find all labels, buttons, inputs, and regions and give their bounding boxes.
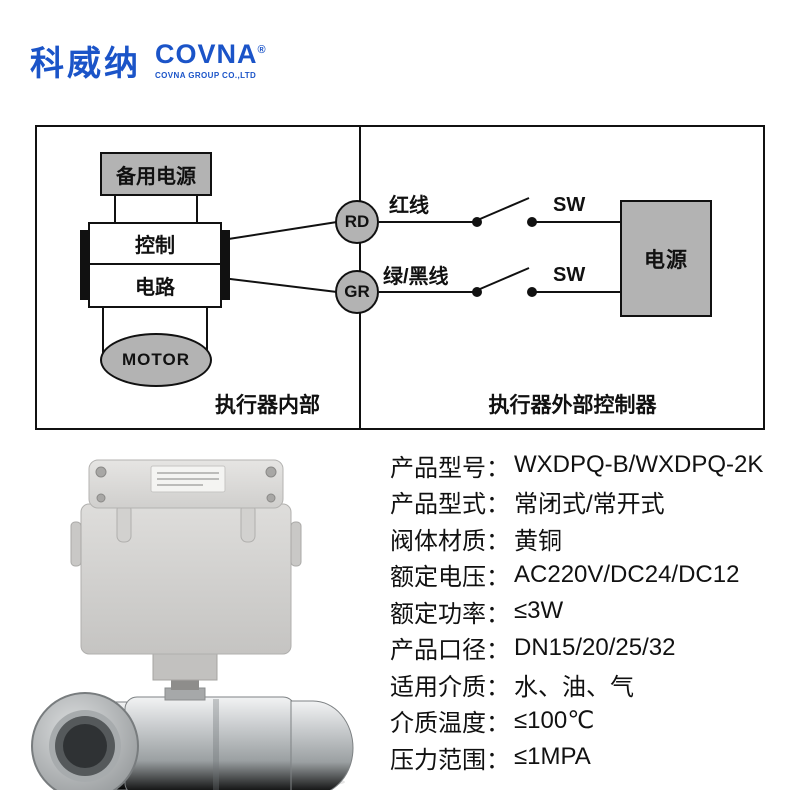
product-photo xyxy=(25,450,355,800)
terminal-bar-left xyxy=(80,230,90,300)
spec-row: 产品口径： DN15/20/25/32 xyxy=(390,630,790,667)
spec-list: 产品型号： WXDPQ-B/WXDPQ-2K 产品型式： 常闭式/常开式 阀体材… xyxy=(390,447,790,776)
spec-value: DN15/20/25/32 xyxy=(514,633,676,661)
spec-row: 阀体材质： 黄铜 xyxy=(390,520,790,557)
spec-label: 产品型号： xyxy=(390,454,510,482)
spec-row: 额定功率： ≤3W xyxy=(390,593,790,630)
circuit-row: 电路 xyxy=(135,277,175,299)
red-wire-label: 红线 xyxy=(389,195,429,217)
spec-value: 水、油、气 xyxy=(514,673,634,701)
external-controller-caption: 执行器外部控制器 xyxy=(488,394,657,417)
spec-value: WXDPQ-B/WXDPQ-2K xyxy=(514,451,764,479)
spec-label: 额定功率： xyxy=(390,600,510,628)
valve-illustration xyxy=(31,459,354,800)
spec-row: 介质温度： ≤100℃ xyxy=(390,703,790,740)
motor-ellipse: MOTOR xyxy=(100,333,212,387)
switch2-label: SW xyxy=(553,264,586,286)
control-row: 控制 xyxy=(90,224,220,265)
brand-header: 科威纳 COVNA® COVNA GROUP CO.,LTD xyxy=(30,36,266,85)
spec-label: 阀体材质： xyxy=(390,527,510,555)
spec-value: ≤3W xyxy=(514,597,564,625)
spec-value: ≤1MPA xyxy=(514,743,591,771)
brand-logo: COVNA xyxy=(155,39,258,69)
power-supply-box: 电源 xyxy=(620,200,712,317)
spec-label: 产品口径： xyxy=(390,637,510,665)
wiring-diagram: 备用电源 控制 电路 MOTOR RD GR 红线 绿/黑线 SW SW 电源 … xyxy=(35,125,765,430)
spec-row: 产品型式： 常闭式/常开式 xyxy=(390,484,790,521)
spec-value: ≤100℃ xyxy=(514,707,595,735)
gr-terminal: GR xyxy=(335,270,379,314)
spec-label: 产品型式： xyxy=(390,491,510,519)
spec-row: 适用介质： 水、油、气 xyxy=(390,666,790,703)
spec-value: 常闭式/常开式 xyxy=(514,491,665,519)
terminal-bar-right xyxy=(220,230,230,300)
spec-label: 压力范围： xyxy=(390,746,510,774)
control-circuit-box: 控制 电路 xyxy=(88,222,222,308)
rd-terminal: RD xyxy=(335,200,379,244)
registered-mark: ® xyxy=(257,44,266,56)
spec-value: 黄铜 xyxy=(514,527,562,555)
brand-name-cn: 科威纳 xyxy=(30,45,141,83)
spec-label: 介质温度： xyxy=(390,710,510,738)
backup-power-box: 备用电源 xyxy=(100,152,212,196)
brand-logo-block: COVNA® COVNA GROUP CO.,LTD xyxy=(155,36,266,80)
wiring-lines xyxy=(102,127,620,428)
brand-subtitle: COVNA GROUP CO.,LTD xyxy=(155,71,257,80)
spec-row: 压力范围： ≤1MPA xyxy=(390,739,790,776)
spec-row: 产品型号： WXDPQ-B/WXDPQ-2K xyxy=(390,447,790,484)
green-black-wire-label: 绿/黑线 xyxy=(383,266,449,288)
spec-label: 适用介质： xyxy=(390,673,510,701)
spec-value: AC220V/DC24/DC12 xyxy=(514,560,740,588)
spec-row: 额定电压： AC220V/DC24/DC12 xyxy=(390,557,790,594)
spec-label: 额定电压： xyxy=(390,564,510,592)
switch1-label: SW xyxy=(553,194,586,216)
inside-actuator-caption: 执行器内部 xyxy=(215,394,320,417)
